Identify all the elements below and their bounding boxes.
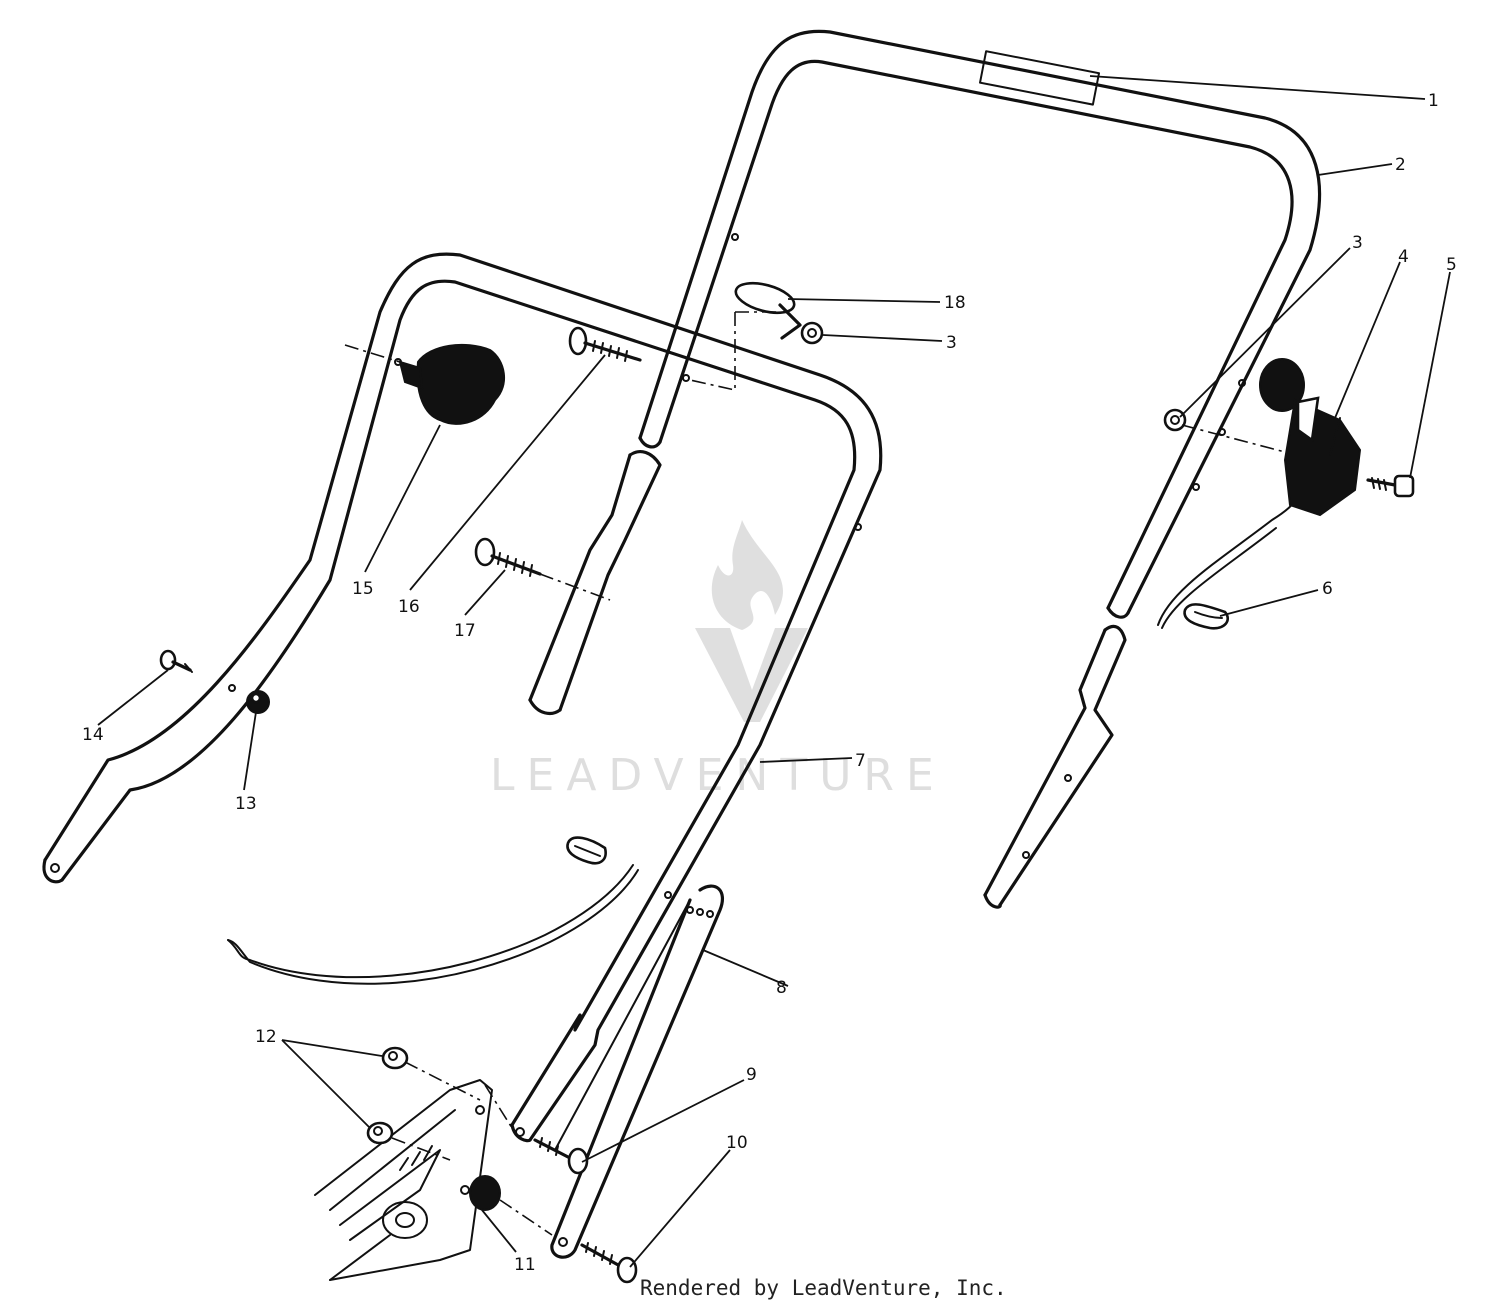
- callout-labels: 1 2 3 4 5 18 3 6 7 8 9 10 11 12 13 14 15…: [82, 91, 1457, 1275]
- callout-14: 14: [82, 725, 104, 745]
- part-12-nut-upper: [381, 1046, 409, 1070]
- callout-5: 5: [1446, 255, 1457, 275]
- part-10-bolt: [580, 1242, 638, 1284]
- part-9-bolt: [533, 1137, 589, 1175]
- part-12-nut-lower: [366, 1121, 394, 1145]
- flame-watermark-icon: [711, 520, 783, 630]
- render-credit: Rendered by LeadVenture, Inc.: [640, 1276, 1007, 1300]
- upper-handle-right-tube: [983, 624, 1127, 909]
- part-3-nut-right: [1163, 408, 1187, 432]
- part-6-cable-clip: [1183, 603, 1230, 630]
- part-16-bolt: [568, 326, 642, 362]
- callout-1: 1: [1428, 91, 1439, 111]
- part-18-eye-bolt: [734, 281, 802, 340]
- callout-6: 6: [1322, 579, 1333, 599]
- part-11-spacer: [469, 1175, 501, 1211]
- leadventure-watermark: LEADVENTURE: [490, 520, 946, 801]
- control-cable: [227, 499, 1297, 985]
- handle-grip: [979, 50, 1101, 106]
- part-15-knob: [398, 343, 506, 425]
- callout-10: 10: [726, 1133, 748, 1153]
- callout-8: 8: [776, 978, 787, 998]
- callout-4: 4: [1398, 247, 1409, 267]
- upper-handle: [638, 29, 1322, 619]
- watermark-text: LEADVENTURE: [490, 750, 946, 801]
- part-14-bolt: [159, 649, 193, 673]
- callout-15: 15: [352, 579, 374, 599]
- lower-handle: [42, 252, 883, 1143]
- cable-clip-lower: [566, 836, 607, 865]
- v-watermark-icon: [695, 628, 808, 722]
- callout-3-top: 3: [946, 333, 957, 353]
- leader-lines: [97, 75, 1451, 1268]
- callout-12: 12: [255, 1027, 277, 1047]
- part-17-bolt: [474, 537, 542, 577]
- callout-11: 11: [514, 1255, 536, 1275]
- callout-9: 9: [746, 1065, 757, 1085]
- part-5-bolt: [1366, 474, 1415, 498]
- bracket: [550, 884, 724, 1259]
- callout-16: 16: [398, 597, 420, 617]
- deck-bracket: [314, 1079, 493, 1281]
- part-4-throttle-control: [1259, 358, 1362, 517]
- callout-13: 13: [235, 794, 257, 814]
- part-13-nut: [246, 690, 270, 714]
- callout-17: 17: [454, 621, 476, 641]
- callout-2: 2: [1395, 155, 1406, 175]
- alignment-lines: [344, 311, 1286, 1236]
- callout-18: 18: [944, 293, 966, 313]
- callout-3: 3: [1352, 233, 1363, 253]
- callout-7: 7: [855, 751, 866, 771]
- upper-handle-left-tube: [528, 450, 662, 716]
- part-3-nut-top: [800, 321, 824, 345]
